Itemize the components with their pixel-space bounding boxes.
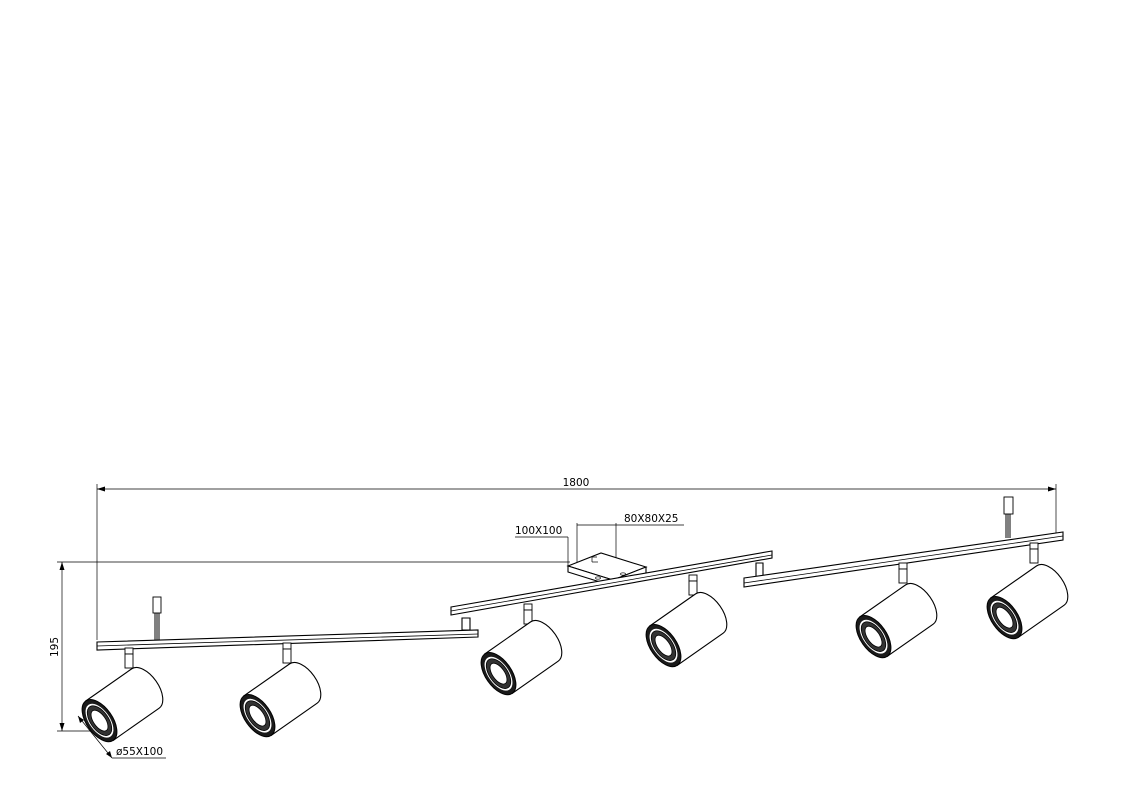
- spotlight-3: [480, 603, 563, 696]
- spotlight-6: [986, 542, 1069, 640]
- spotlight-2: [239, 642, 322, 738]
- overall-length-label: 1800: [563, 477, 590, 489]
- right-track-bar: [743, 496, 1064, 588]
- spot-size-dimension: ø55X100: [77, 715, 166, 759]
- spot-size-label: ø55X100: [116, 746, 163, 758]
- left-track-bar: [96, 596, 479, 651]
- middle-track-bar: [450, 550, 773, 616]
- spotlight-1: [81, 647, 164, 743]
- canopy-box-label: 80X80X25: [624, 513, 678, 525]
- spotlight-4: [645, 574, 728, 668]
- ceiling-canopy: 100X100 80X80X25: [515, 513, 684, 587]
- height-dimension: 195: [49, 561, 570, 732]
- spotlight-5: [855, 562, 938, 659]
- overall-length-dimension: 1800: [96, 477, 1057, 640]
- height-label: 195: [49, 637, 61, 657]
- canopy-plate-label: 100X100: [515, 525, 562, 537]
